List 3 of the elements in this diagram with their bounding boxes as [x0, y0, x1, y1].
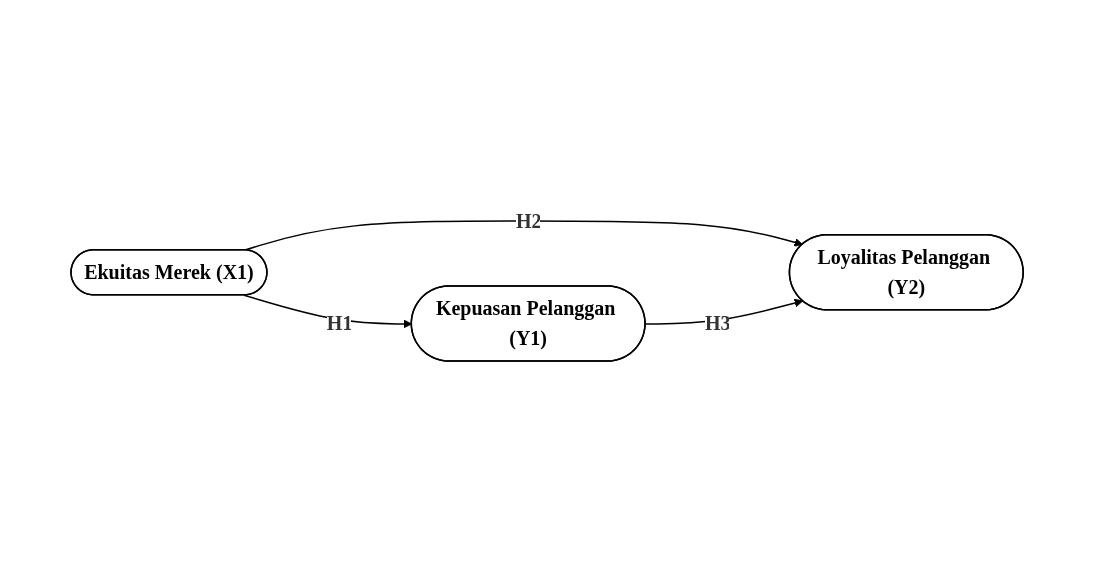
edge-label: H3: [705, 312, 731, 335]
edge-label: H2: [516, 210, 542, 232]
edge-label: H1: [327, 312, 353, 335]
